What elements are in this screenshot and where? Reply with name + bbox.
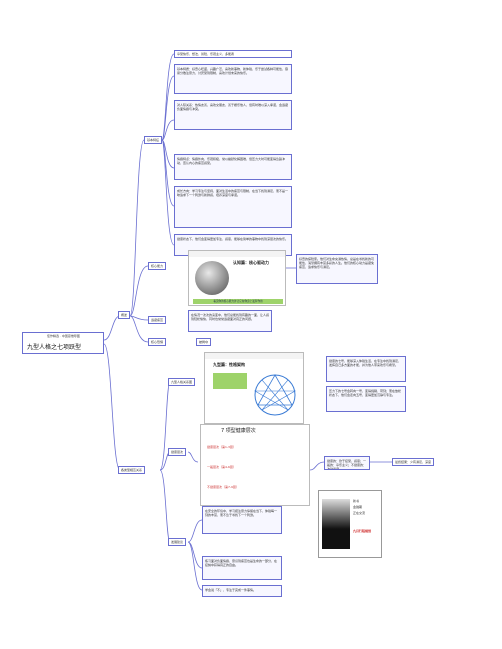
root-title: 九型人格之七项跃型 [27,344,82,351]
core-fear-tag[interactable]: 被剥夺 [196,338,212,346]
branch-enneagram[interactable]: 九型人格关系图 [168,378,196,386]
growth-node-1[interactable]: 在安全的环境中，学习把注意力停留在当下，体验每一刻的丰富，而不急于寻找下一个刺激… [202,506,282,534]
growth-image: 新书 金融期 正在交流 九月行程规划 [318,490,382,558]
feature-node-5[interactable]: 成长方向：学习专注与坚持，面对生活中的痛苦与限制，在当下找到满足，而不是一味追求… [174,186,292,228]
branch-overview[interactable]: 概述 [118,311,131,319]
root-logo: 佳作精选 · 中国思维导图 [47,334,80,338]
enneagram-image-title: 九型篇：性格架构 [213,362,245,367]
enneagram-symbol-icon [253,374,297,416]
enneagram-image-header [205,353,303,359]
core-image: 认知篇：核心驱动力 看见你的核心能力并让它在你身上发挥作用 [188,250,286,306]
globe-icon [195,261,229,295]
feature-node-4[interactable]: 情绪特点：情绪外向，乐观积极，常以幽默化解困难，但压力大时可能变得急躁冲动，否认… [174,154,292,180]
growth-node-2[interactable]: 练习面对负面情绪，意识到痛苦也是生命的一部分，在接纳中获得真正的自由。 [202,556,282,580]
avoid-pain-note[interactable]: 在情况一次次的演变中，他们总能找到有趣的一面，让人感到轻松愉快，同时也常常逃避面… [188,310,272,332]
feature-node-1[interactable]: 享受快乐、想法、冒险、乐观主义、多能者 [174,50,292,58]
enneagram-note-2[interactable]: 压力下的七号会转向一号，变得挑剔、苛刻；而在放松状态下，他们会走向五号，变得更加… [326,386,406,412]
growth-node-3[interactable]: 学会说「不」，专注于完成一件事情。 [202,585,282,597]
branch-growth[interactable]: 发展建议 [168,538,187,546]
branch-health-levels[interactable]: 健康层次 [168,448,187,456]
health-levels-result-tag[interactable]: 最终结果：少有满足，深度 [392,458,435,466]
core-image-title: 认知篇：核心驱动力 [233,260,269,265]
branch-basic-features[interactable]: 基本特征 [144,136,163,144]
branch-core-fear[interactable]: 核心恐惧 [148,338,167,346]
health-levels-title: 7 项型健康层次 [221,428,256,434]
health-level-row-3: 不健康层次（第7-9层） [207,485,239,489]
branch-relations[interactable]: 各类型相互关系 [118,466,146,474]
root-node[interactable]: 佳作精选 · 中国思维导图 九型人格之七项跃型 [22,332,104,354]
health-level-row-1: 健康层次（第1-3层） [207,445,236,449]
growth-image-line-2: 金融期 [353,505,363,509]
branch-core-ability[interactable]: 核心能力 [148,262,167,270]
health-level-row-2: 一般层次（第4-6层） [207,465,236,469]
core-image-caption: 看见你的核心能力并让它在你身上发挥作用 [193,299,283,304]
feature-node-3[interactable]: 对人际关系：热情友善，喜欢交朋友，善于娱乐他人，但有时难以深入承诺，会逃避负面情… [174,100,292,130]
growth-image-line-3: 正在交流 [353,511,366,515]
enneagram-image: 九型篇：性格架构 [204,352,304,424]
enneagram-legend-block [213,373,247,389]
growth-image-caption: 九月行程规划 [353,529,372,533]
enneagram-note-1[interactable]: 健康的七号，能够深入体验生活，在专注中找到满足，发挥自己多方面的才能，并为他人带… [326,356,406,382]
health-levels-image: 7 项型健康层次 健康层次（第1-3层） 一般层次（第4-6层） 不健康层次（第… [200,424,310,506]
growth-image-line-1: 新书 [353,499,360,503]
branch-avoid-pain[interactable]: 逃避痛苦 [148,316,167,324]
health-levels-note[interactable]: 健康的：欣于接受，感恩；一般的：享乐主义；不健康的：冲动逃避 [324,456,370,470]
skyline-image [322,499,350,549]
feature-node-2[interactable]: 基本特质：好奇心旺盛，兴趣广泛，喜欢新事物、新体验，乐于尝试各种可能性，容易分散… [174,64,292,94]
core-image-header [189,251,285,257]
core-side-note[interactable]: 好奇的探险家。他们对生命充满热情，总是在寻找新的可能性，渴望拥有丰富多彩的人生。… [296,254,378,284]
